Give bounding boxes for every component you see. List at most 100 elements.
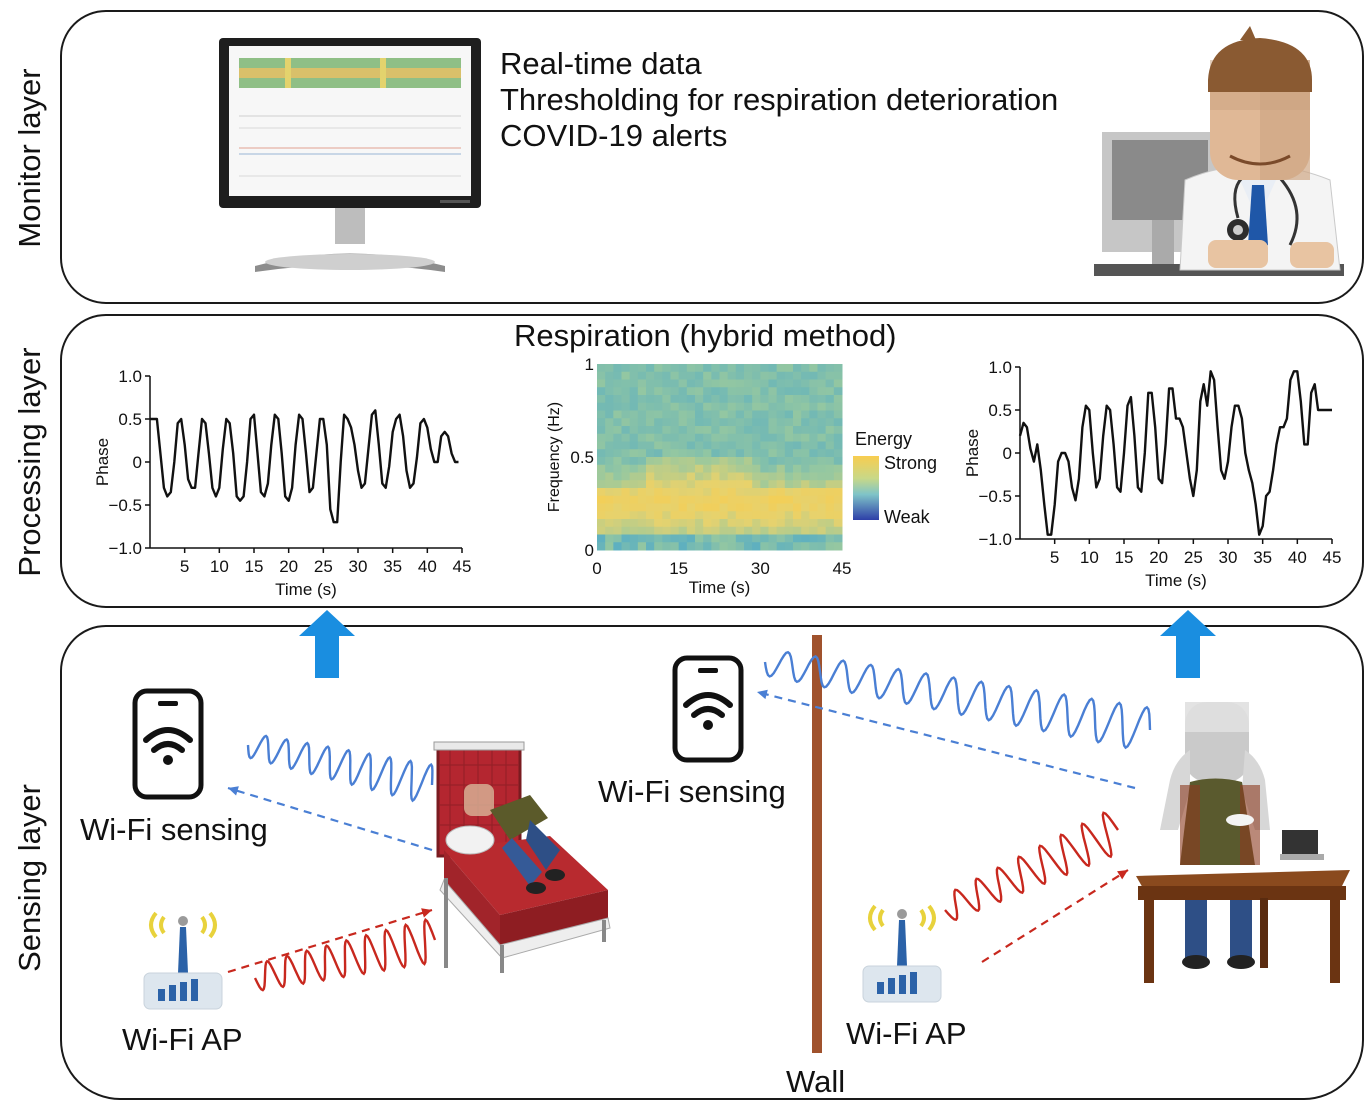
heatmap-cell <box>613 402 622 411</box>
heatmap-cell <box>597 410 606 419</box>
phone-wifi-icon <box>672 655 744 763</box>
heatmap-cell <box>768 526 778 535</box>
heatmap-cell <box>695 364 704 373</box>
heatmap-cell <box>670 457 680 466</box>
heatmap-cell <box>776 364 786 373</box>
heatmap-cell <box>695 418 704 427</box>
heatmap-cell <box>646 387 655 396</box>
heatmap-cell <box>670 526 680 535</box>
heatmap-cell <box>646 410 655 419</box>
heatmap-cell <box>825 457 835 466</box>
x-tick-label: 20 <box>279 557 298 576</box>
heatmap-cell <box>646 364 655 373</box>
heatmap-cell <box>711 371 720 380</box>
heatmap-cell <box>654 472 663 481</box>
heatmap-cell <box>703 526 712 535</box>
heatmap-cell <box>695 534 704 543</box>
heatmap-cell <box>784 472 794 481</box>
processing-title: Respiration (hybrid method) <box>514 318 897 353</box>
heatmap-cell <box>760 433 769 442</box>
heatmap-cell <box>670 480 680 489</box>
heatmap-cell <box>744 495 753 504</box>
heatmap-cell <box>597 457 606 466</box>
heatmap-cell <box>678 410 688 419</box>
heatmap-cell <box>695 371 704 380</box>
heatmap-cell <box>703 488 712 497</box>
rx-wave-right <box>763 650 1152 750</box>
heatmap-cell <box>825 449 835 458</box>
heatmap-cell <box>809 402 818 411</box>
heatmap-cell <box>613 495 622 504</box>
heatmap-cell <box>629 441 639 450</box>
heatmap-cell <box>662 503 671 512</box>
heatmap-cell <box>613 503 622 512</box>
heatmap-cell <box>744 441 753 450</box>
heatmap-cell <box>654 426 663 435</box>
heatmap-cell <box>646 534 655 543</box>
heatmap-cell <box>686 418 696 427</box>
heatmap-cell <box>760 410 769 419</box>
heatmap-cell <box>695 488 704 497</box>
heatmap-cell <box>809 534 818 543</box>
heatmap-cell <box>629 410 639 419</box>
heatmap-cell <box>719 426 729 435</box>
heatmap-cell <box>727 387 737 396</box>
heatmap-cell <box>768 511 778 520</box>
x-tick-label: 25 <box>314 557 333 576</box>
heatmap-cell <box>670 511 680 520</box>
heatmap-cell <box>825 472 835 481</box>
heatmap-cell <box>817 418 827 427</box>
heatmap-cell <box>686 542 696 551</box>
heatmap-cell <box>719 449 729 458</box>
heatmap-cell <box>760 449 769 458</box>
heatmap-cell <box>695 410 704 419</box>
heatmap-cell <box>719 464 729 473</box>
y-tick-label: −0.5 <box>108 496 142 515</box>
heatmap-cell <box>817 464 827 473</box>
heatmap-cell <box>605 418 614 427</box>
heatmap-cell <box>744 364 753 373</box>
heatmap-cell <box>703 379 712 388</box>
heatmap-cell <box>727 402 737 411</box>
tx-wave-left <box>253 917 437 992</box>
heatmap-cell <box>678 495 688 504</box>
heatmap-cell <box>637 488 647 497</box>
heatmap-cell <box>695 480 704 489</box>
heatmap-cell <box>768 495 778 504</box>
heatmap-cell <box>801 379 810 388</box>
heatmap-cell <box>768 449 778 458</box>
heatmap-cell <box>784 379 794 388</box>
heatmap-cell <box>703 433 712 442</box>
heatmap-cell <box>703 402 712 411</box>
heatmap-cell <box>760 387 769 396</box>
heatmap-cell <box>752 464 761 473</box>
heatmap-cell <box>629 433 639 442</box>
x-tick-label: 30 <box>751 559 770 578</box>
heatmap-cell <box>637 402 647 411</box>
heatmap-cell <box>670 503 680 512</box>
heatmap-cell <box>776 526 786 535</box>
heatmap-cell <box>654 379 663 388</box>
heatmap-cell <box>686 519 696 528</box>
heatmap-cell <box>605 472 614 481</box>
heatmap-cell <box>662 472 671 481</box>
heatmap-cell <box>637 519 647 528</box>
heatmap-cell <box>776 441 786 450</box>
heatmap-cell <box>703 495 712 504</box>
heatmap-cell <box>637 495 647 504</box>
heatmap-cell <box>833 480 843 489</box>
heatmap-cell <box>662 402 671 411</box>
heatmap-cell <box>719 542 729 551</box>
heatmap-cell <box>735 542 745 551</box>
heatmap-cell <box>768 534 778 543</box>
feature-real-time-data: Real-time data <box>500 46 702 81</box>
heatmap-cell <box>793 464 802 473</box>
heatmap-cell <box>654 441 663 450</box>
heatmap-cell <box>605 395 614 404</box>
heatmap-cell <box>833 534 843 543</box>
heatmap-cell <box>678 488 688 497</box>
heatmap-cell <box>825 441 835 450</box>
heatmap-cell <box>784 426 794 435</box>
heatmap-cell <box>662 441 671 450</box>
